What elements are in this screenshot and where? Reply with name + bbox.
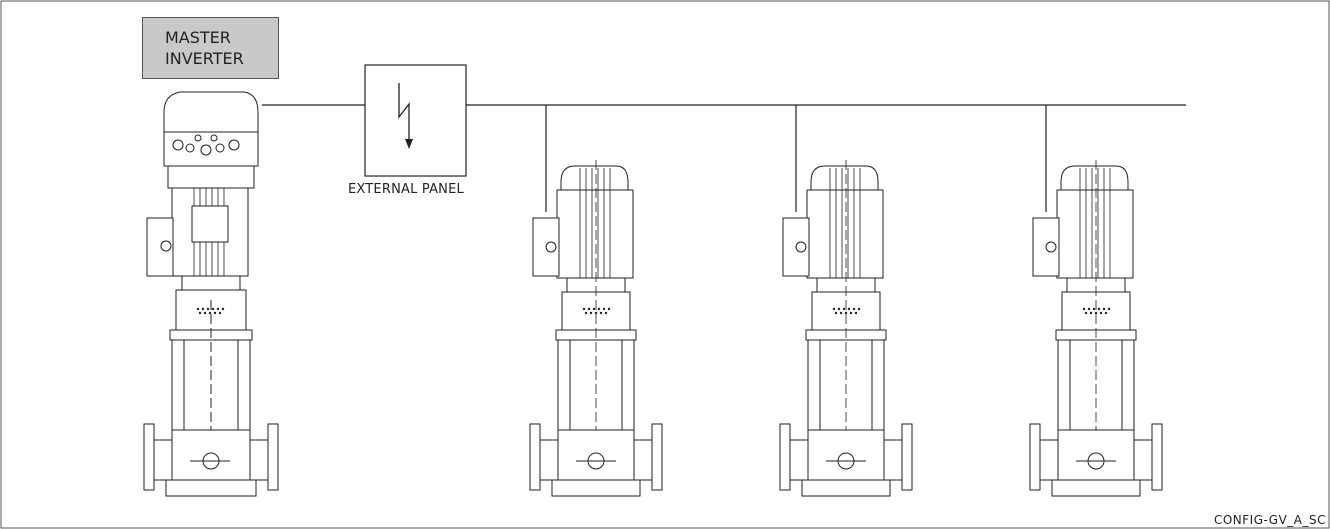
master-label-line2: INVERTER xyxy=(165,49,244,68)
lightning-bolt-icon xyxy=(398,83,410,145)
pump-4 xyxy=(1029,160,1163,497)
external-panel xyxy=(364,64,467,177)
external-panel-label: EXTERNAL PANEL xyxy=(348,182,464,197)
bus-wiring xyxy=(262,104,1186,212)
master-inverter-label: MASTER INVERTER xyxy=(142,17,279,79)
slave-pumps xyxy=(529,160,1163,497)
pump-3 xyxy=(779,160,913,497)
pump-2 xyxy=(529,160,663,497)
master-inverter-pump xyxy=(143,91,279,497)
config-code-label: CONFIG-GV_A_SC xyxy=(1213,513,1326,527)
master-label-line1: MASTER xyxy=(165,28,231,47)
